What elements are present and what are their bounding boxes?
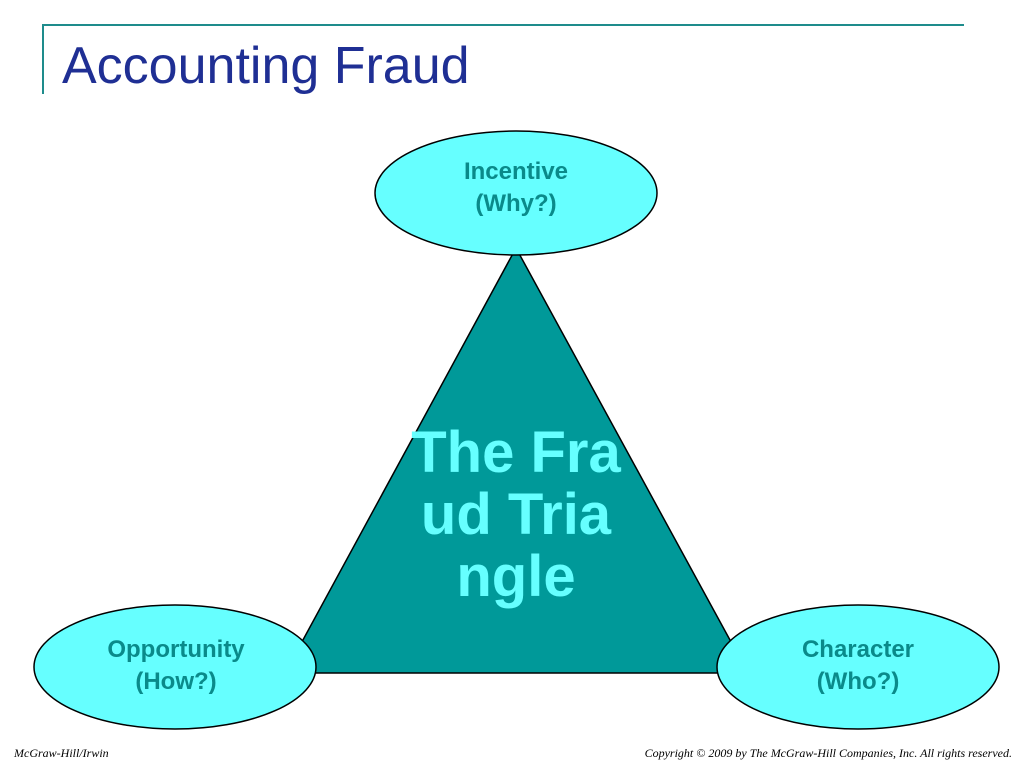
footer-publisher: McGraw-Hill/Irwin [14,746,109,760]
top-rule-line [42,24,964,26]
opportunity-ellipse [33,604,317,730]
incentive-label-line1: Incentive [463,158,569,185]
incentive-label-line2: (Why?) [475,190,557,217]
incentive-label: Incentive (Why?) [406,156,626,220]
character-label-line2: (Who?) [816,668,900,695]
character-ellipse [716,604,1000,730]
footer-copyright: Copyright © 2009 by The McGraw-Hill Comp… [644,746,1012,760]
character-label: Character (Who?) [748,634,968,698]
slide-title: Accounting Fraud [62,37,470,95]
opportunity-label-line2: (How?) [135,668,217,695]
opportunity-label: Opportunity (How?) [66,634,286,698]
left-rule-line [42,24,44,94]
character-label-line1: Character [801,636,915,663]
fraud-triangle-shape [283,246,750,674]
incentive-ellipse [374,130,658,256]
triangle-center-text: The Fraud Triangle [411,420,621,609]
opportunity-label-line1: Opportunity [107,636,245,663]
